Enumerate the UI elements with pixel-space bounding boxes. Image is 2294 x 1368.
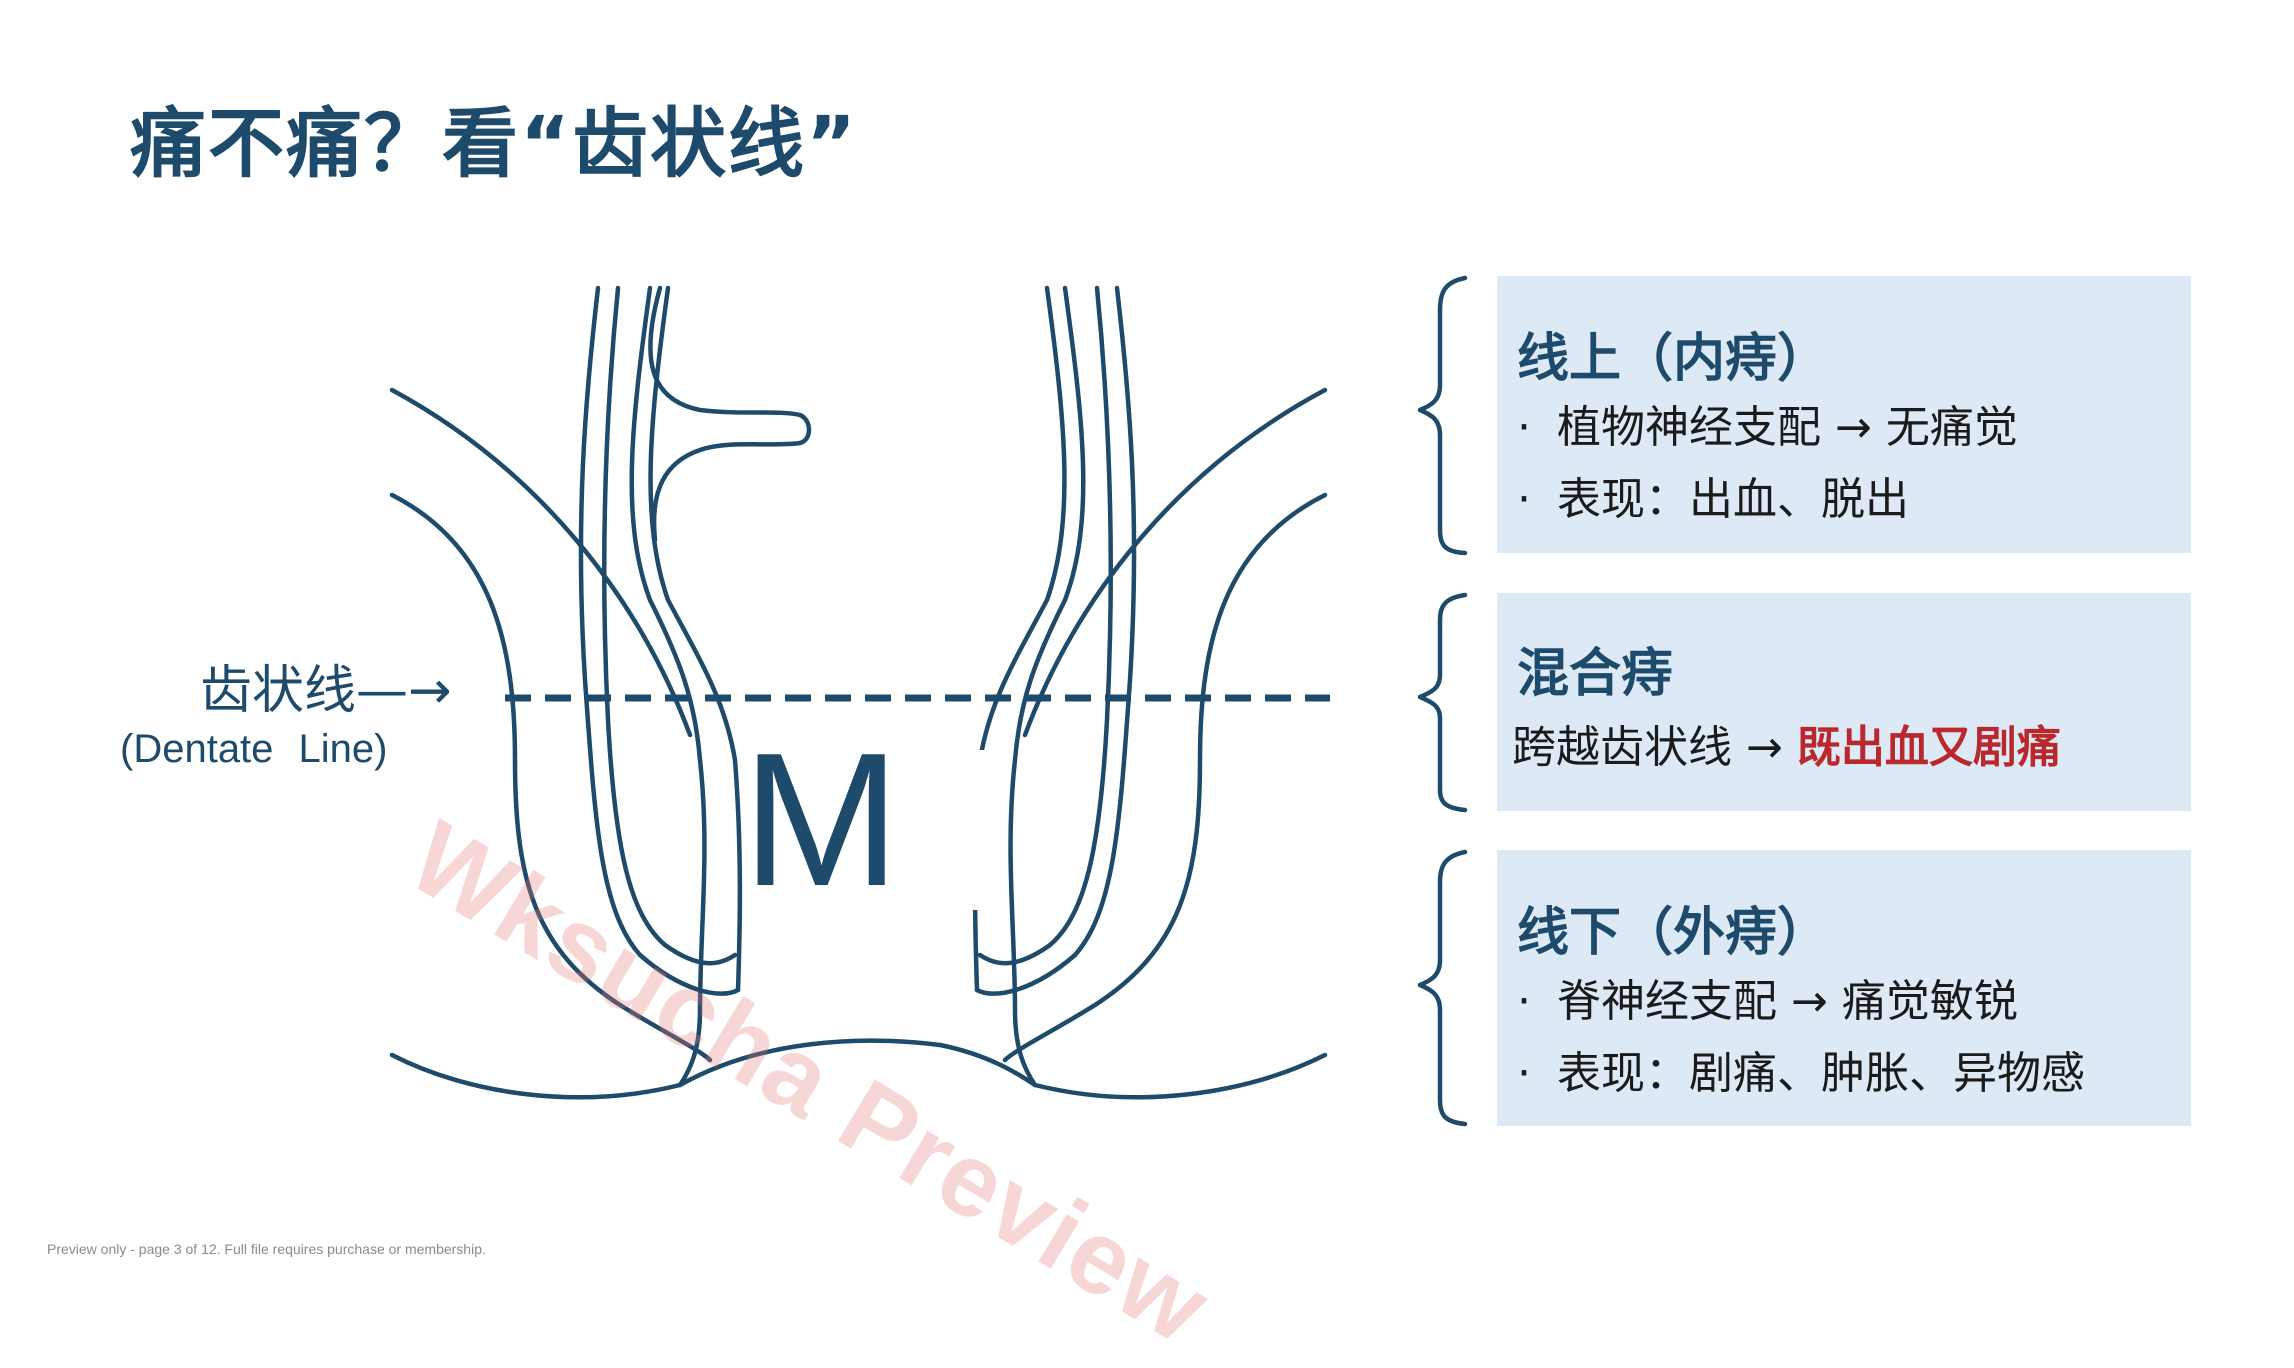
list-item: · 表现：出血、脱出 bbox=[1517, 463, 1909, 527]
left-sphincter bbox=[578, 285, 741, 996]
highlight-text: 既出血又剧痛 bbox=[1796, 722, 2061, 773]
right-internal-wall bbox=[1008, 285, 1086, 1088]
list-item-text: 表现：出血、脱出 bbox=[1557, 474, 1909, 525]
list-item: · 表现：剧痛、肿胀、异物感 bbox=[1517, 1037, 2085, 1101]
left-internal-wall bbox=[629, 285, 707, 1088]
box-external-hemorrhoids: 线下（外痔） · 脊神经支配 → 痛觉敏锐 · 表现：剧痛、肿胀、异物感 bbox=[1497, 850, 2191, 1126]
list-item-text: 跨越齿状线 → bbox=[1512, 722, 1797, 773]
bullet: · bbox=[1517, 1048, 1531, 1099]
left-sphincter-inner bbox=[601, 285, 738, 966]
box-heading: 线下（外痔） bbox=[1517, 903, 1830, 963]
right-internal-wall-inner bbox=[972, 285, 1067, 993]
bullet: · bbox=[1517, 474, 1531, 525]
bottom-right-curve bbox=[1032, 1052, 1328, 1100]
list-item-text: 表现：剧痛、肿胀、异物感 bbox=[1557, 1048, 2085, 1099]
left-internal-wall-inner bbox=[648, 285, 743, 993]
list-item: · 脊神经支配 → 痛觉敏锐 bbox=[1517, 965, 2018, 1029]
left-gland bbox=[648, 285, 812, 543]
brace-top bbox=[1417, 275, 1468, 556]
dentate-line-label-cn: 齿状线—→ bbox=[200, 661, 452, 721]
bottom-left-curve bbox=[389, 1052, 683, 1100]
list-item: · 植物神经支配 → 无痛觉 bbox=[1517, 391, 2018, 455]
list-item-text: 脊神经支配 → 痛觉敏锐 bbox=[1557, 976, 2018, 1027]
right-sphincter bbox=[974, 285, 1137, 996]
box-heading: 线上（内痔） bbox=[1517, 329, 1830, 389]
right-sphincter-inner bbox=[977, 285, 1114, 966]
center-letter: M bbox=[742, 714, 901, 926]
right-outer-contour bbox=[1022, 387, 1328, 738]
box-internal-hemorrhoids: 线上（内痔） · 植物神经支配 → 无痛觉 · 表现：出血、脱出 bbox=[1497, 276, 2191, 553]
right-outer-curve bbox=[1002, 492, 1328, 1063]
left-outer-contour bbox=[389, 387, 693, 738]
brace-bottom bbox=[1417, 849, 1468, 1127]
list-item-text: 植物神经支配 → 无痛觉 bbox=[1557, 402, 2018, 453]
left-outer-curve bbox=[389, 492, 713, 1063]
brace-middle bbox=[1417, 592, 1468, 813]
dentate-line-label-en: (Dentate Line) bbox=[120, 727, 388, 771]
page-title: 痛不痛？看“齿状线” bbox=[130, 99, 858, 188]
bullet: · bbox=[1517, 402, 1531, 453]
anal-canal-diagram bbox=[389, 275, 1468, 1127]
bullet: · bbox=[1517, 976, 1531, 1027]
box-heading: 混合痔 bbox=[1517, 644, 1674, 704]
bottom-center-curve bbox=[677, 1038, 1038, 1088]
preview-footer: Preview only - page 3 of 12. Full file r… bbox=[47, 1241, 486, 1257]
list-item: 跨越齿状线 → 既出血又剧痛 bbox=[1512, 711, 2061, 775]
slide: 痛不痛？看“齿状线” bbox=[47, 99, 2191, 1367]
box-mixed-hemorrhoids: 混合痔 跨越齿状线 → 既出血又剧痛 bbox=[1497, 593, 2191, 811]
center-gap bbox=[968, 750, 986, 910]
